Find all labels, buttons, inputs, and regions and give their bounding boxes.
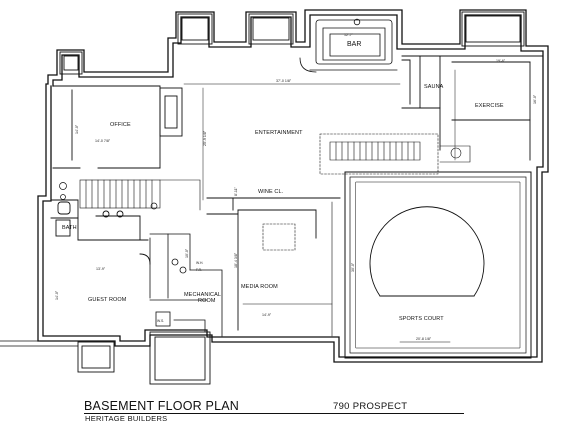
dim-exercise-width: 19'-6" [496,59,506,63]
media-room-label: MEDIA ROOM [241,284,278,290]
title-underline [84,412,464,414]
dim-exercise-height: 16'-0" [533,94,537,104]
water-heater-label: W.H. [196,261,203,265]
mechanical-room-label: ROOM [198,298,216,304]
dim-office-width: 14'-0 7/8" [95,139,111,143]
window-well-top-left [59,51,83,75]
dim-bar-top: 12'-7" [344,33,354,37]
dim-guest-height: 14'-0" [55,290,59,300]
dim-sports-bottom: 20'-8 1/8" [416,337,432,341]
guest-room-label: GUEST ROOM [88,297,127,303]
wine-cellar-label: WINE CL. [258,189,284,195]
fixture-labels: W.H. F.R. W.S. [157,261,203,323]
media-room [206,197,341,337]
bath-guest-walls [50,199,151,265]
bath-label: BATH [62,225,77,231]
furnace-label: F.R. [196,268,202,272]
dimension-labels: 12'-7" 19'-6" 16'-0" 37'-0 1/8" 14'-0 7/… [55,33,537,341]
exterior-wall [37,9,549,363]
dim-mechanical-height: 10'-0" [185,248,189,258]
dim-wine-height: 8'-11" [234,186,238,196]
bar-label: BAR [347,41,361,48]
room-labels: BAR SAUNA EXERCISE OFFICE ENTERTAINMENT … [62,41,504,322]
dim-media-width: 14'-9" [262,313,272,317]
dim-entertainment-height: 25'-9 1/8" [203,130,207,146]
office-walls [52,85,183,169]
dim-office-height: 14'-0" [75,124,79,134]
entertainment-dimensions [183,69,456,201]
dim-media-height: 18'-4 3/8" [234,252,238,268]
stairs-west [79,179,201,211]
mechanical-label: MECHANICAL [184,292,221,298]
plan-title: BASEMENT FLOOR PLAN [84,399,239,413]
stairs-east [319,133,471,175]
water-softener-label: W.S. [157,319,164,323]
fixture-circles [59,182,158,210]
sauna-exercise-walls [401,55,544,161]
exercise-label: EXERCISE [475,103,504,109]
bar-area [299,18,398,73]
dim-sports-width: 30'-0" [351,262,355,272]
sauna-label: SAUNA [424,84,444,90]
builder-name: HERITAGE BUILDERS [85,414,168,423]
mechanical-area [149,233,223,337]
window-well-bottom [77,331,211,385]
office-label: OFFICE [110,122,131,128]
entertainment-label: ENTERTAINMENT [255,130,303,136]
ground-line [0,340,79,347]
window-well-top [177,11,525,47]
dim-entertainment-width: 37'-0 1/8" [276,79,292,83]
sports-court [344,171,532,359]
dim-guest-width: 13'-9" [96,267,106,271]
sports-court-label: SPORTS COURT [399,316,444,322]
property-address: 790 PROSPECT [333,401,408,412]
